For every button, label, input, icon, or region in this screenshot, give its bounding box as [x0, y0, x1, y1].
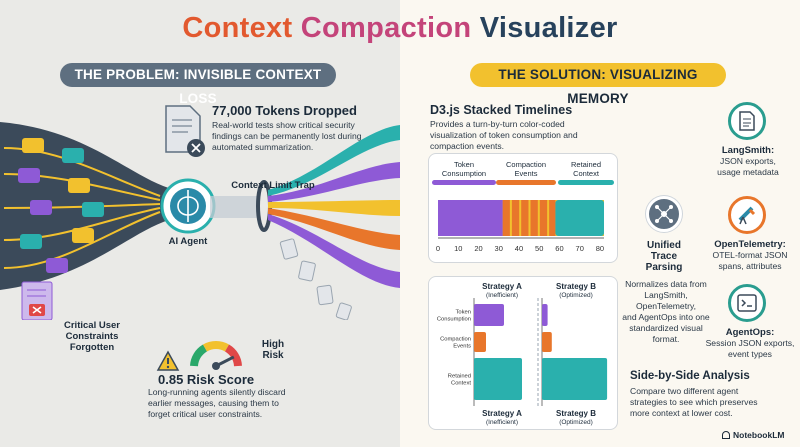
timeline-tick-label: 10 [454, 244, 462, 253]
ai-agent-label: AI Agent [168, 236, 208, 247]
category-label: Compaction [440, 337, 471, 343]
timeline-tick-label: 40 [515, 244, 523, 253]
timeline-segment-0 [438, 200, 503, 236]
network-icon [646, 196, 682, 232]
problem-pill: THE PROBLEM: INVISIBLE CONTEXT LOSS [60, 63, 336, 106]
timeline-tick-label: 0 [436, 244, 440, 253]
telescope-icon [728, 196, 766, 234]
page-title: Context Compaction Visualizer [182, 12, 618, 44]
side-by-side-heading: Side-by-Side Analysis [630, 370, 750, 382]
legend-swatch [496, 180, 556, 185]
unified-trace-text: Normalizes data from LangSmith, OpenTele… [622, 279, 710, 344]
timeline-chart: 0 10 20 30 40 50 60 70 80 [436, 200, 604, 253]
notebook-icon [722, 431, 730, 439]
side-by-side-text: Compare two different agent strategies t… [630, 386, 758, 418]
comparison-card [428, 276, 618, 430]
strategy-b-bar [542, 332, 552, 352]
context-funnel-illustration [0, 122, 400, 320]
category-label: Consumption [437, 317, 471, 323]
timeline-tick-label: 80 [596, 244, 604, 253]
timeline-tick-label: 20 [474, 244, 482, 253]
strategy-b-header: Strategy B (Optimized) [555, 282, 596, 299]
timeline-tick-label: 70 [576, 244, 584, 253]
strategy-b-bar [542, 358, 608, 400]
strategy-a-footer: Strategy A (Inefficient) [482, 409, 522, 426]
d3-heading: D3.js Stacked Timelines [430, 103, 573, 117]
strategy-a-header: Strategy A (Inefficient) [482, 282, 522, 299]
d3-text: Provides a turn-by-turn color-coded visu… [430, 119, 578, 151]
solution-pill: THE SOLUTION: VISUALIZING MEMORY [470, 63, 726, 106]
category-label: Token [456, 310, 471, 316]
timeline-tick-label: 60 [555, 244, 563, 253]
legend-swatch [432, 180, 496, 185]
category-label: Context [451, 381, 471, 387]
strategy-a-bar [474, 304, 504, 326]
integration-opentelemetry: OpenTelemetry: OTEL-format JSON spans, a… [712, 239, 788, 271]
outgoing-streams [268, 125, 400, 288]
dropped-constraint-doc [21, 281, 53, 320]
integration-agentops: AgentOps: Session JSON exports, event ty… [705, 327, 795, 359]
brand-logo: NotebookLM [722, 430, 784, 440]
dropped-document-icon [165, 105, 205, 157]
comparison-chart: TokenConsumptionCompactionEventsRetained… [437, 298, 608, 406]
risk-gauge [156, 341, 242, 371]
falling-documents [279, 238, 352, 320]
risk-score-heading: 0.85 Risk Score [158, 372, 255, 387]
timeline-tick-label: 50 [535, 244, 543, 253]
legend-swatch [558, 180, 614, 185]
timeline-segment-2 [555, 200, 604, 236]
strategy-b-bar [542, 304, 548, 326]
category-label: Events [453, 344, 471, 350]
terminal-icon [728, 284, 766, 322]
strategy-a-bar [474, 332, 486, 352]
forgotten-label: Critical User Constraints Forgotten [64, 320, 120, 353]
context-limit-trap-label: Context Limit Trap [231, 180, 315, 191]
timeline-tick-label: 30 [495, 244, 503, 253]
risk-score-text: Long-running agents silently discard ear… [148, 387, 286, 419]
message-bubbles [18, 138, 104, 273]
document-icon [728, 102, 766, 140]
tokens-dropped-text: Real-world tests show critical security … [212, 120, 362, 152]
high-risk-label: High Risk [261, 339, 285, 361]
strategy-a-bar [474, 358, 522, 400]
category-label: Retained [448, 374, 471, 380]
integration-langsmith: LangSmith: JSON exports, usage metadata [717, 145, 779, 177]
unified-trace-label: Unified Trace Parsing [645, 240, 683, 273]
tokens-dropped-heading: 77,000 Tokens Dropped [212, 103, 357, 118]
strategy-b-footer: Strategy B (Optimized) [555, 409, 596, 426]
